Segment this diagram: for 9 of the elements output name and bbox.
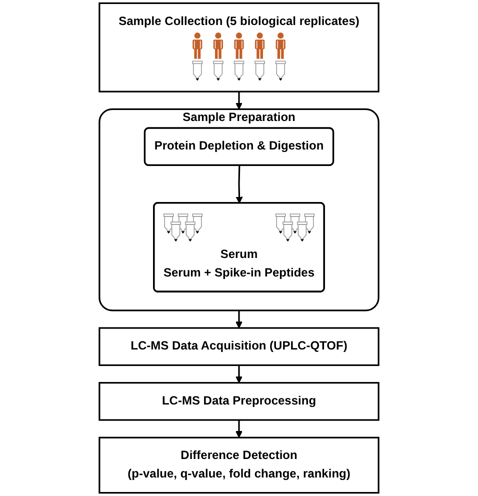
node-box: LC-MS Data Acquisition (UPLC-QTOF) bbox=[98, 327, 380, 366]
node-box: Sample Collection (5 biological replicates) bbox=[98, 2, 380, 92]
arrow bbox=[235, 420, 243, 438]
arrow bbox=[235, 92, 243, 110]
arrow bbox=[235, 365, 243, 384]
node-box: LC-MS Data Preprocessing bbox=[98, 382, 380, 421]
arrow bbox=[235, 310, 243, 328]
node-box: Difference Detection (p-value, q-value, fold change, ranking) bbox=[98, 436, 380, 494]
arrow bbox=[236, 166, 243, 204]
